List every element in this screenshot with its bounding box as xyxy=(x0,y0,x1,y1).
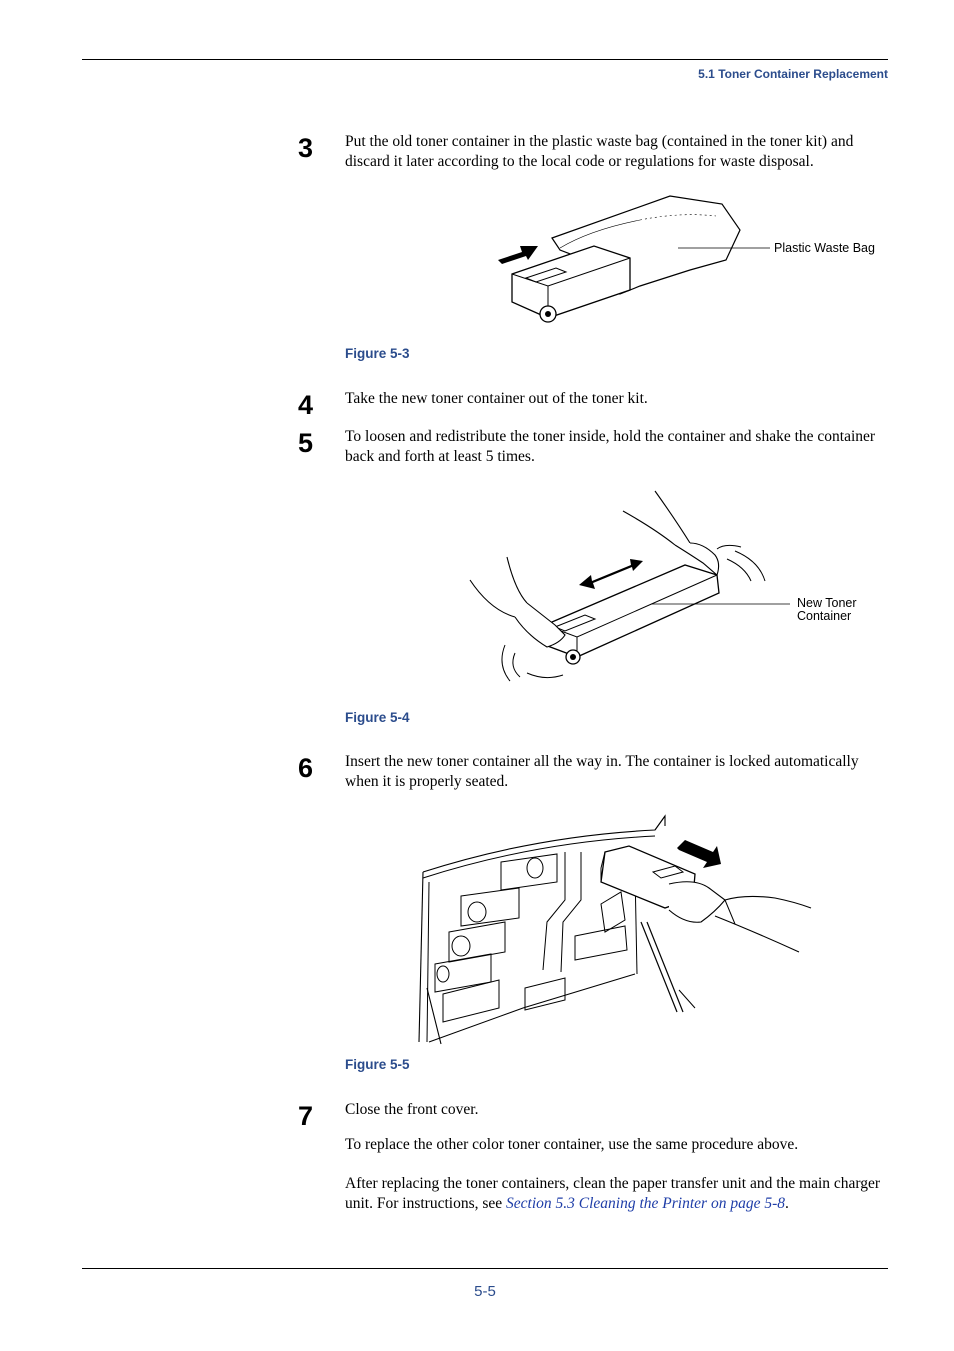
top-rule xyxy=(82,59,888,60)
figure-insert-toner-container xyxy=(418,814,812,1045)
page-number: 5-5 xyxy=(474,1283,496,1300)
step-number: 7 xyxy=(298,1101,314,1131)
step-number: 6 xyxy=(298,753,314,783)
step-text: Insert the new toner container all the w… xyxy=(345,753,859,790)
cross-reference-link[interactable]: Section 5.3 Cleaning the Printer on page… xyxy=(506,1194,785,1212)
figure-plastic-waste-bag xyxy=(498,195,770,323)
figure-caption: Figure 5-5 xyxy=(345,1057,410,1072)
step-number: 5 xyxy=(298,428,314,458)
figure-caption: Figure 5-3 xyxy=(345,346,410,361)
step-number: 4 xyxy=(298,390,314,420)
bottom-rule xyxy=(82,1268,888,1269)
callout-plastic-waste-bag: Plastic Waste Bag xyxy=(774,241,875,255)
callout-line: New Toner xyxy=(797,596,857,610)
note-other-color: To replace the other color toner contain… xyxy=(345,1136,799,1153)
running-header: 5.1 Toner Container Replacement xyxy=(698,67,888,81)
step-text: Take the new toner container out of the … xyxy=(345,390,648,407)
figure-shake-toner-container xyxy=(469,490,790,682)
step-number: 3 xyxy=(298,133,314,163)
note-after-replacing: After replacing the toner containers, cl… xyxy=(345,1174,890,1213)
callout-line: Container xyxy=(797,609,852,623)
step-text: Close the front cover. xyxy=(345,1101,479,1118)
step-text: Put the old toner container in the plast… xyxy=(345,133,854,170)
figure-caption: Figure 5-4 xyxy=(345,710,410,725)
step-text: To loosen and redistribute the toner ins… xyxy=(345,428,876,465)
callout-new-toner-container: New Toner Container xyxy=(797,597,857,623)
note-text: . xyxy=(785,1194,789,1212)
note-text: After replacing the toner containers, cl… xyxy=(345,1175,881,1212)
